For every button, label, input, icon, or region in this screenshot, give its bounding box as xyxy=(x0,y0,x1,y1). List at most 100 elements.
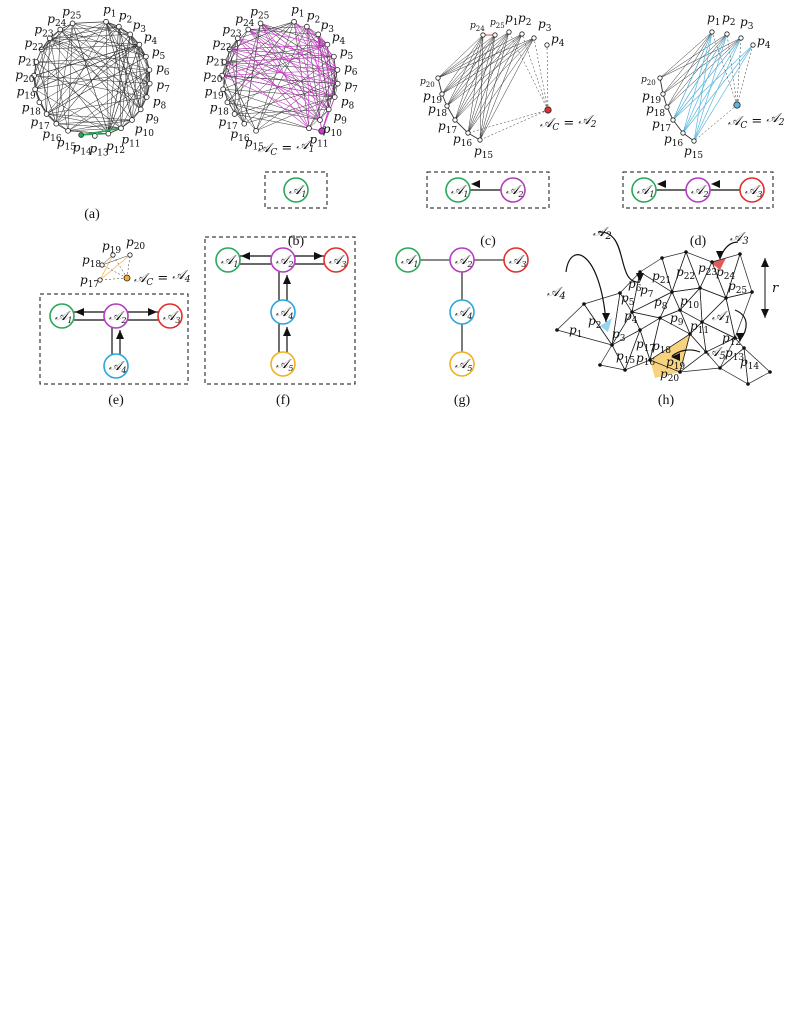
edge-c xyxy=(454,34,496,121)
edge-a xyxy=(140,69,150,110)
edge-a xyxy=(35,44,140,90)
edge-c xyxy=(437,37,535,79)
edge-d-dashed xyxy=(693,104,738,142)
mesh-edge xyxy=(624,359,651,371)
node-label-c: p16 xyxy=(453,132,472,149)
mesh-edge xyxy=(711,261,727,299)
edge-a xyxy=(118,26,133,121)
cluster-label-A2: 𝒜2 xyxy=(691,183,708,199)
edge-d xyxy=(666,37,742,108)
node-label-d: p4 xyxy=(757,34,771,51)
mesh-vertex xyxy=(746,382,750,386)
edge-d-dashed xyxy=(736,37,742,106)
node-a xyxy=(127,31,134,38)
caption-e: (e) xyxy=(108,393,124,408)
edge-b xyxy=(319,83,338,121)
edge-b-magenta xyxy=(293,21,338,71)
edge-b-magenta xyxy=(248,29,328,45)
cluster-label-A3: 𝒜3 xyxy=(329,253,346,269)
node-a xyxy=(38,46,45,53)
edge-b xyxy=(260,23,328,45)
annotation-A5: 𝒜5 xyxy=(707,345,726,362)
mesh-edge xyxy=(685,251,713,263)
edge-b-magenta xyxy=(317,34,321,121)
mesh-edge xyxy=(685,251,701,289)
mesh-edge xyxy=(743,347,771,373)
mesh-edge xyxy=(639,257,663,273)
arrow-head xyxy=(283,327,291,336)
edge-a xyxy=(72,21,107,24)
arrow-head-A1 xyxy=(736,333,744,342)
mesh-edge xyxy=(734,337,745,349)
mesh-edge xyxy=(659,309,681,319)
node-label-a: p14 xyxy=(73,141,92,158)
node-c xyxy=(435,75,441,81)
mesh-edge xyxy=(659,317,691,335)
edge-b xyxy=(227,21,295,103)
edge-d-dashed xyxy=(711,31,738,106)
dashed-box-b xyxy=(264,171,328,209)
edge-c-dashed xyxy=(479,109,549,141)
edge-c-dashed xyxy=(508,31,549,111)
edge-a xyxy=(56,119,133,124)
node-c xyxy=(506,29,512,35)
edge-a xyxy=(60,29,141,110)
node-a xyxy=(31,72,37,79)
mesh-vertex xyxy=(678,370,682,374)
caption-d: (d) xyxy=(690,234,707,249)
node-label-a: p20 xyxy=(15,68,34,85)
node-a xyxy=(32,86,38,93)
node-label-b: p23 xyxy=(222,23,241,40)
edge-c xyxy=(437,77,443,95)
node-d xyxy=(657,75,663,81)
mesh-vertex xyxy=(733,336,737,340)
mesh-edge xyxy=(719,337,736,369)
edge-d-cyan xyxy=(693,44,754,142)
edge-c xyxy=(441,31,510,95)
edge-a xyxy=(46,113,133,121)
mesh-vertex xyxy=(768,370,772,374)
edge-a xyxy=(33,44,140,76)
edge-b xyxy=(222,89,245,124)
node-label-a: p10 xyxy=(135,122,154,139)
edge-c xyxy=(446,31,510,107)
cluster-label-A5: 𝒜5 xyxy=(455,357,472,373)
cluster-label-A1: 𝒜1 xyxy=(637,183,654,199)
mesh-edge xyxy=(631,291,673,313)
mesh-edge xyxy=(659,291,673,319)
edge-b xyxy=(224,61,338,71)
node-a xyxy=(143,53,149,60)
edge-b-magenta xyxy=(237,38,338,84)
mesh-edge xyxy=(661,251,687,259)
mesh-label: p7 xyxy=(640,283,654,300)
node-label-a: p13 xyxy=(89,142,108,159)
node-label-a: p3 xyxy=(133,18,147,35)
edge-a xyxy=(67,119,133,132)
node-b xyxy=(304,23,310,30)
node-label-d: p18 xyxy=(646,102,665,119)
node-label-a: p21 xyxy=(18,51,37,68)
cluster-label-A1: 𝒜1 xyxy=(289,183,306,199)
mesh-label: p14 xyxy=(740,355,759,372)
edge-b xyxy=(222,38,238,90)
edge-b-magenta xyxy=(237,38,334,57)
mesh-edge xyxy=(701,321,736,339)
arrow-head-A5 xyxy=(671,353,680,361)
node-label-b: p25 xyxy=(250,4,269,21)
edge-a xyxy=(120,69,150,129)
node-a xyxy=(78,132,84,138)
node-label-c: p3 xyxy=(538,17,552,34)
mesh-edge xyxy=(705,337,736,353)
mesh-edge xyxy=(611,292,621,346)
r-arrow-bottom xyxy=(761,309,769,318)
edge-a xyxy=(46,26,120,115)
label-d: 𝒜C = 𝒜2 xyxy=(728,111,785,131)
node-label-d: p19 xyxy=(642,89,661,106)
cluster-label-A2: 𝒜2 xyxy=(506,183,523,199)
edge-c xyxy=(479,34,496,141)
mesh-vertex xyxy=(658,316,662,320)
mesh-edge xyxy=(556,329,613,346)
node-label-d: p3 xyxy=(740,15,754,32)
mesh-edge xyxy=(719,367,749,385)
edge-a xyxy=(105,21,109,134)
